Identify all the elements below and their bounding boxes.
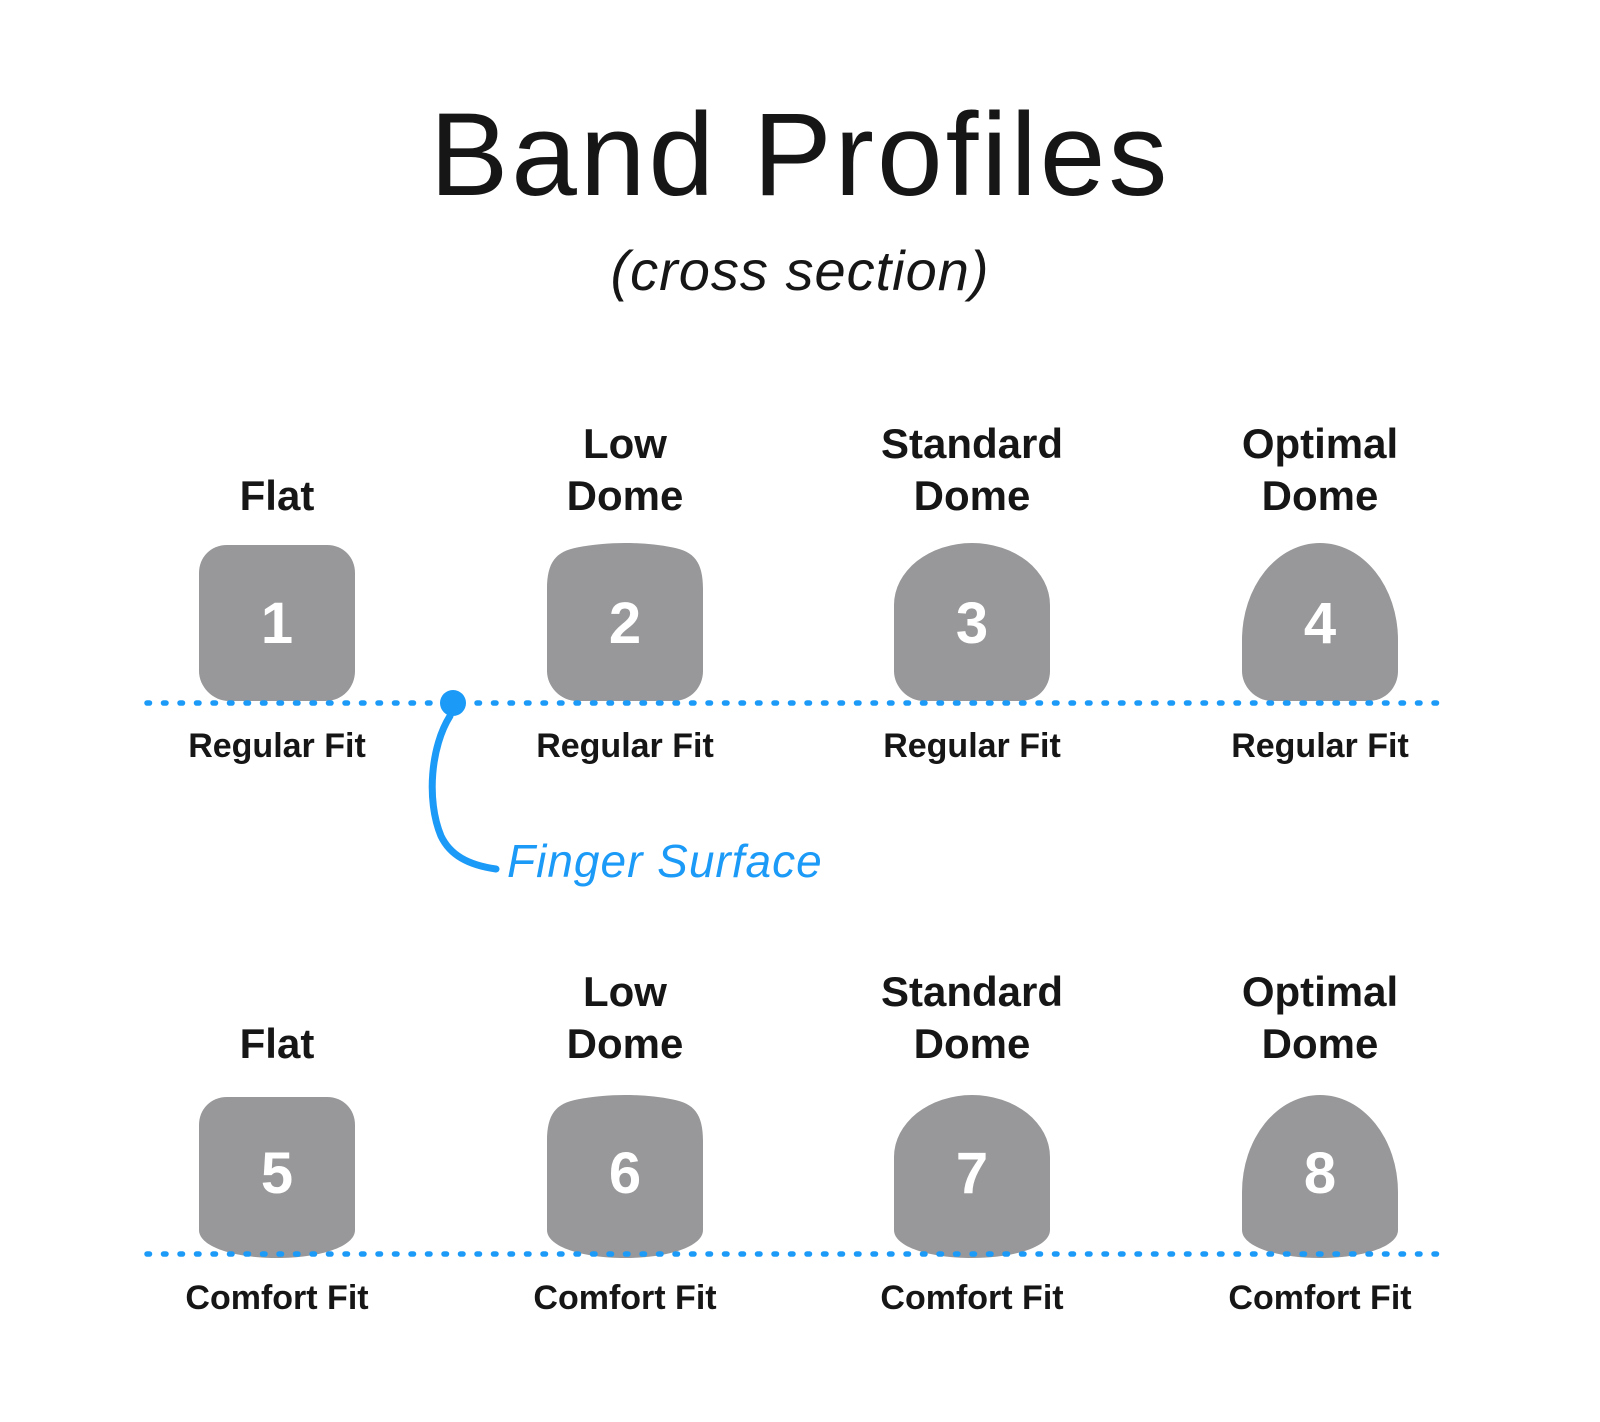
profile-name-optimal-dome-comfort: Optimal Dome <box>1241 968 1399 1067</box>
shape-number: 2 <box>609 591 641 656</box>
shape-number: 8 <box>1304 1141 1336 1206</box>
shape-number: 7 <box>956 1141 988 1206</box>
profile-name-optimal-dome-regular: Optimal Dome <box>1241 420 1399 519</box>
finger-surface-callout <box>428 690 500 873</box>
shape-number: 3 <box>956 591 988 656</box>
shape-outline <box>199 1097 355 1258</box>
fit-label-standard-dome-regular: Regular Fit <box>883 727 1061 765</box>
shape-number: 1 <box>261 591 293 656</box>
band-shape-optimal-dome-regular: 4 <box>1242 543 1398 701</box>
profile-name-standard-dome-comfort: Standard Dome <box>880 968 1064 1067</box>
shape-outline <box>199 545 355 701</box>
band-shape-standard-dome-regular: 3 <box>894 543 1050 701</box>
profile-name-standard-dome-regular: Standard Dome <box>880 420 1064 519</box>
fit-label-flat-comfort: Comfort Fit <box>185 1279 369 1317</box>
page-title: Band Profiles <box>429 89 1171 221</box>
band-shape-low-dome-regular: 2 <box>547 543 703 701</box>
finger-surface-line-comfort <box>144 1251 1452 1257</box>
shape-number: 6 <box>609 1141 641 1206</box>
shape-outline <box>1242 543 1398 701</box>
profile-name-low-dome-regular: Low Dome <box>566 420 684 519</box>
shape-outline <box>1242 1095 1398 1258</box>
fit-label-optimal-dome-comfort: Comfort Fit <box>1228 1279 1412 1317</box>
profile-name-flat-regular: Flat <box>239 472 315 519</box>
callout-curve <box>428 712 500 873</box>
band-shape-optimal-dome-comfort: 8 <box>1242 1095 1398 1258</box>
shape-outline <box>894 543 1050 701</box>
shape-outline <box>894 1095 1050 1258</box>
profile-name-flat-comfort: Flat <box>239 1020 315 1067</box>
band-shape-flat-regular: 1 <box>199 545 355 701</box>
shape-number: 4 <box>1304 591 1336 656</box>
fit-label-low-dome-regular: Regular Fit <box>536 727 714 765</box>
band-shape-low-dome-comfort: 6 <box>547 1095 703 1258</box>
shape-outline <box>547 1095 703 1258</box>
fit-label-standard-dome-comfort: Comfort Fit <box>880 1279 1064 1317</box>
profile-name-low-dome-comfort: Low Dome <box>566 968 684 1067</box>
band-shape-standard-dome-comfort: 7 <box>894 1095 1050 1258</box>
page-subtitle: (cross section) <box>610 239 990 302</box>
fit-label-flat-regular: Regular Fit <box>188 727 366 765</box>
callout-dot-icon <box>440 690 466 716</box>
fit-label-optimal-dome-regular: Regular Fit <box>1231 727 1409 765</box>
finger-surface-label: Finger Surface <box>507 835 823 887</box>
finger-surface-line-regular <box>144 700 1452 706</box>
fit-label-low-dome-comfort: Comfort Fit <box>533 1279 717 1317</box>
shape-outline <box>547 543 703 701</box>
shape-number: 5 <box>261 1141 293 1206</box>
band-shape-flat-comfort: 5 <box>199 1097 355 1258</box>
